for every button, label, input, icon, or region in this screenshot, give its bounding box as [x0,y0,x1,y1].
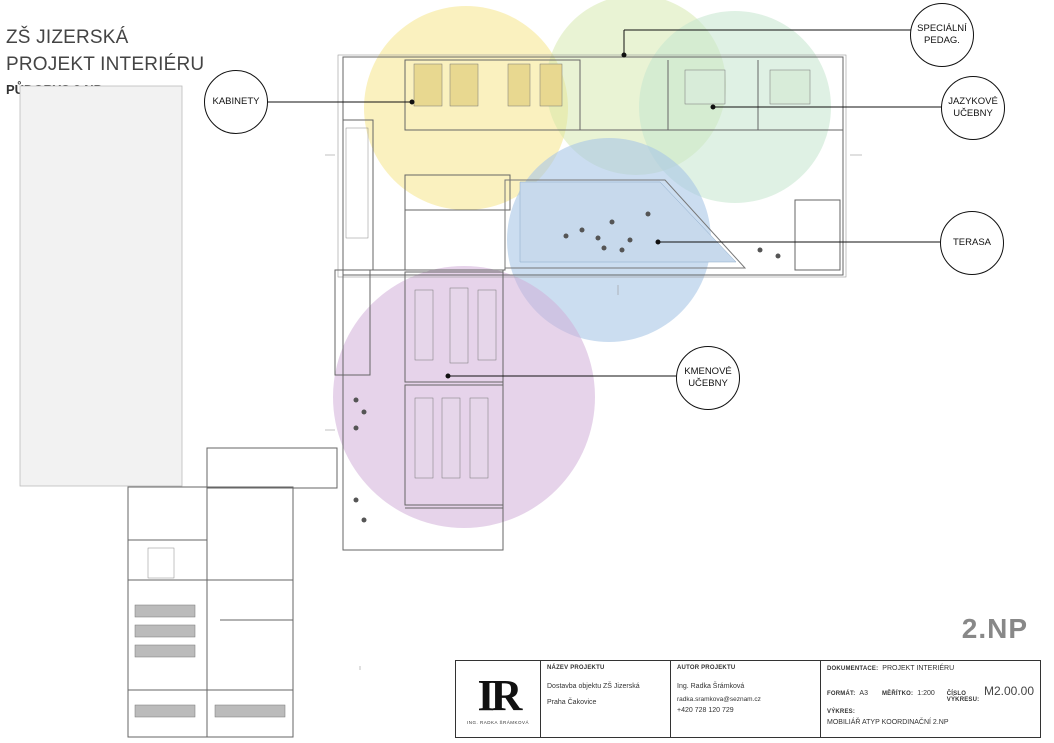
callout-jazykove-line2: UČEBNY [953,108,993,119]
author-label: AUTOR PROJEKTU [677,665,736,671]
logo: IR ING. RADKA ŠRÁMKOVÁ [456,661,540,737]
callout-kmenove-line1: KMENOVÉ [684,366,732,377]
author-name: Ing. Radka Šrámková [677,683,745,690]
floor-label: 2.NP [961,613,1028,644]
callout-jazykove-line1: JAZYKOVÉ [948,96,998,107]
callout-terasa: TERASA [940,211,1004,275]
title-block-table: IR ING. RADKA ŠRÁMKOVÁ NÁZEV PROJEKTU Do… [455,660,1041,738]
author-email: radka.sramkova@seznam.cz [677,696,761,703]
format-row: FORMÁT: A3 MĚŘÍTKO: 1:200 ČÍSLO VÝKRESU:… [827,684,1034,703]
format-value: A3 [859,690,868,697]
callout-kabinety: KABINETY [204,70,268,134]
drawing-label: VÝKRES: [827,709,856,715]
callout-kabinety-label: KABINETY [212,96,260,107]
documentation-value: PROJEKT INTERIÉRU [882,665,955,672]
format-label: FORMÁT: [827,691,856,697]
logo-subtitle: ING. RADKA ŠRÁMKOVÁ [466,719,529,725]
callout-specialni-line2: PEDAG. [924,35,960,46]
callout-kmenove-line2: UČEBNY [688,378,728,389]
logo-mark: IR [477,670,523,720]
documentation-row: DOKUMENTACE: PROJEKT INTERIÉRU [827,665,1034,672]
project-name-line1: Dostavba objektu ZŠ Jizerská [547,683,640,690]
project-title: PROJEKT INTERIÉRU [6,54,205,75]
project-name-cell: NÁZEV PROJEKTU Dostavba objektu ZŠ Jizer… [540,661,670,737]
building-walls [127,54,847,738]
scale-value: 1:200 [917,690,935,697]
drawing-value: MOBILIÁŘ ATYP KOORDINAČNÍ 2.NP [827,719,949,726]
author-phone: +420 728 120 729 [677,707,734,714]
grid-ticks [325,154,862,670]
drawing-no-value: M2.00.00 [983,684,1034,698]
zone-kmenove [333,266,595,528]
project-name-label: NÁZEV PROJEKTU [547,665,605,671]
callout-terasa-label: TERASA [952,237,991,248]
leader-lines [266,29,943,379]
scale-label: MĚŘÍTKO: [881,691,914,697]
callout-specialni-line1: SPECIÁLNÍ [917,23,967,34]
documentation-cell: DOKUMENTACE: PROJEKT INTERIÉRU FORMÁT: A… [820,661,1040,737]
school-title: ZŠ JIZERSKÁ [6,27,129,48]
documentation-label: DOKUMENTACE: [827,666,879,672]
project-name-line2: Praha Čakovice [547,699,597,706]
author-cell: AUTOR PROJEKTU Ing. Radka Šrámková radka… [670,661,820,737]
seating-dots [353,211,781,523]
drawing-no-label: ČÍSLO VÝKRESU: [946,691,980,703]
left-panel [19,85,183,487]
